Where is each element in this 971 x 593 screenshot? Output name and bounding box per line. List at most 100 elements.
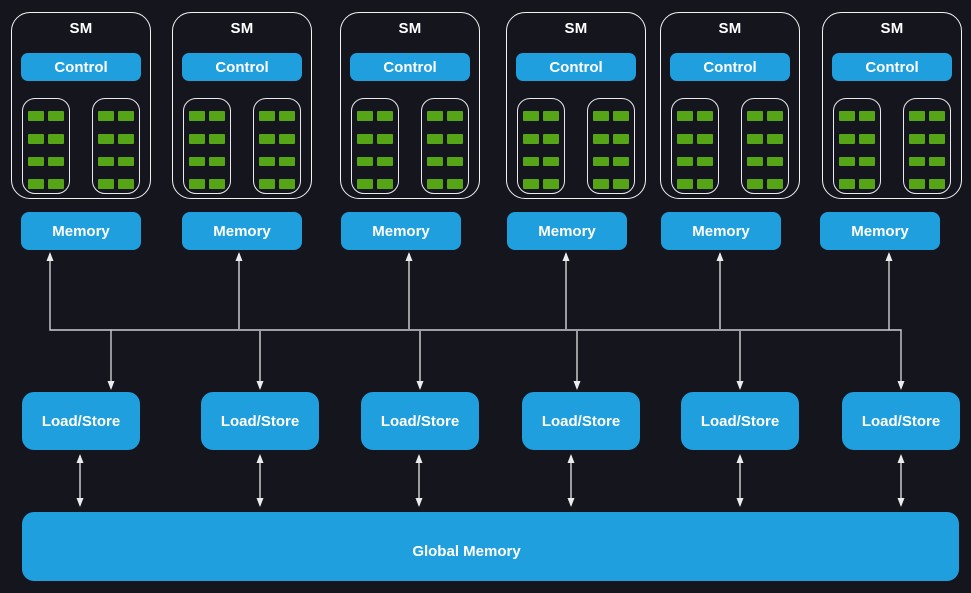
core-cell <box>259 133 275 144</box>
core-cell <box>98 179 114 189</box>
core-cell <box>543 133 559 144</box>
core-cell <box>909 133 925 144</box>
sm-block: SM Control <box>11 12 151 199</box>
control-unit: Control <box>670 53 790 81</box>
core-cell <box>357 156 373 167</box>
core-cell <box>613 111 629 121</box>
core-cell <box>279 133 295 144</box>
core-cell <box>28 133 44 144</box>
core-cell <box>189 156 205 167</box>
core-cell <box>259 179 275 189</box>
core-cell <box>48 179 64 189</box>
core-cell <box>427 179 443 189</box>
core-cell <box>677 111 693 121</box>
core-cell <box>447 133 463 144</box>
core-cell <box>98 156 114 167</box>
load-store-unit: Load/Store <box>842 392 960 450</box>
core-cell <box>189 133 205 144</box>
control-unit: Control <box>182 53 302 81</box>
core-cell <box>447 111 463 121</box>
core-cell <box>189 111 205 121</box>
core-cell <box>118 133 134 144</box>
core-cell <box>929 133 945 144</box>
core-grid <box>183 98 231 194</box>
core-cell <box>613 133 629 144</box>
core-cell <box>523 179 539 189</box>
core-grid <box>351 98 399 194</box>
core-cell <box>118 179 134 189</box>
sm-title: SM <box>880 20 904 37</box>
core-cell <box>613 179 629 189</box>
load-store-unit: Load/Store <box>522 392 640 450</box>
core-cell <box>859 111 875 121</box>
core-cell <box>209 156 225 167</box>
core-cell <box>209 179 225 189</box>
core-cell <box>613 156 629 167</box>
core-cell <box>48 111 64 121</box>
core-cell <box>118 111 134 121</box>
core-cell <box>118 156 134 167</box>
core-cell <box>98 133 114 144</box>
core-cell <box>543 156 559 167</box>
core-cell <box>427 156 443 167</box>
core-cell <box>28 156 44 167</box>
core-cell <box>98 111 114 121</box>
core-cell <box>523 111 539 121</box>
core-cell <box>767 111 783 121</box>
core-cell <box>427 133 443 144</box>
core-cell <box>377 111 393 121</box>
control-unit: Control <box>350 53 470 81</box>
core-cell <box>357 111 373 121</box>
sm-block: SM Control <box>340 12 480 199</box>
core-cell <box>929 156 945 167</box>
core-cell <box>279 179 295 189</box>
sm-block: SM Control <box>506 12 646 199</box>
core-cell <box>767 156 783 167</box>
core-cell <box>859 133 875 144</box>
core-cell <box>593 111 609 121</box>
sm-title: SM <box>564 20 588 37</box>
core-cell <box>839 133 855 144</box>
core-cell <box>523 133 539 144</box>
sm-title: SM <box>230 20 254 37</box>
core-cell <box>377 156 393 167</box>
core-cell <box>677 156 693 167</box>
load-store-unit: Load/Store <box>361 392 479 450</box>
core-cell <box>357 133 373 144</box>
memory-box: Memory <box>182 212 302 250</box>
core-grid <box>253 98 301 194</box>
core-cell <box>28 179 44 189</box>
core-cell <box>593 179 609 189</box>
core-cell <box>909 179 925 189</box>
core-cell <box>929 179 945 189</box>
core-cell <box>929 111 945 121</box>
core-grid <box>741 98 789 194</box>
sm-block: SM Control <box>822 12 962 199</box>
core-cell <box>747 111 763 121</box>
control-unit: Control <box>21 53 141 81</box>
core-cell <box>543 179 559 189</box>
core-cell <box>697 179 713 189</box>
core-grid <box>517 98 565 194</box>
core-cell <box>48 156 64 167</box>
core-cell <box>279 111 295 121</box>
load-store-unit: Load/Store <box>22 392 140 450</box>
sm-title: SM <box>69 20 93 37</box>
core-grid <box>671 98 719 194</box>
control-unit: Control <box>516 53 636 81</box>
core-cell <box>859 179 875 189</box>
memory-box: Memory <box>820 212 940 250</box>
core-cell <box>839 179 855 189</box>
core-cell <box>747 179 763 189</box>
sm-block: SM Control <box>172 12 312 199</box>
core-cell <box>48 133 64 144</box>
core-cell <box>593 156 609 167</box>
core-grid <box>22 98 70 194</box>
core-cell <box>447 179 463 189</box>
core-cell <box>697 156 713 167</box>
core-cell <box>427 111 443 121</box>
sm-title: SM <box>718 20 742 37</box>
core-cell <box>747 156 763 167</box>
memory-box: Memory <box>507 212 627 250</box>
